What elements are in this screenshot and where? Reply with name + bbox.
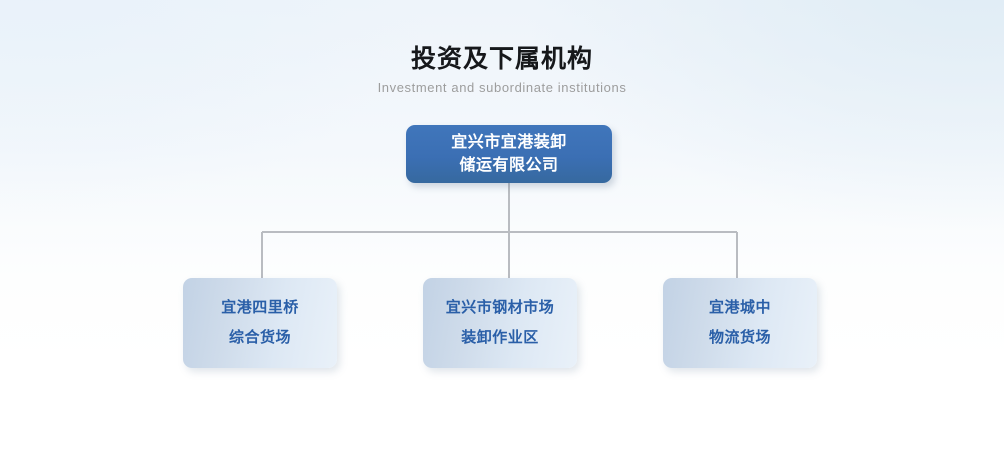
- org-node-child-1-line-2: 装卸作业区: [461, 329, 539, 346]
- org-node-child-2-line-1: 宜港城中: [708, 299, 771, 316]
- org-node-child-2-line-2: 物流货场: [708, 329, 771, 346]
- org-node-root-line-2: 储运有限公司: [459, 157, 559, 174]
- org-node-child-0-line-1: 宜港四里桥: [221, 299, 299, 316]
- org-node-root-line-1: 宜兴市宜港装卸: [451, 134, 567, 151]
- page-subtitle: Investment and subordinate institutions: [377, 80, 627, 95]
- org-node-root[interactable]: 宜兴市宜港装卸 储运有限公司: [406, 125, 612, 183]
- page-title: 投资及下属机构: [410, 45, 593, 73]
- org-node-child-0[interactable]: 宜港四里桥 综合货场: [183, 278, 337, 368]
- org-node-child-1[interactable]: 宜兴市钢材市场 装卸作业区: [423, 278, 577, 368]
- org-node-child-1-line-1: 宜兴市钢材市场: [445, 299, 555, 316]
- org-node-child-2[interactable]: 宜港城中 物流货场: [663, 278, 817, 368]
- page-heading: 投资及下属机构 Investment and subordinate insti…: [0, 44, 1004, 96]
- org-node-child-0-line-2: 综合货场: [228, 329, 291, 346]
